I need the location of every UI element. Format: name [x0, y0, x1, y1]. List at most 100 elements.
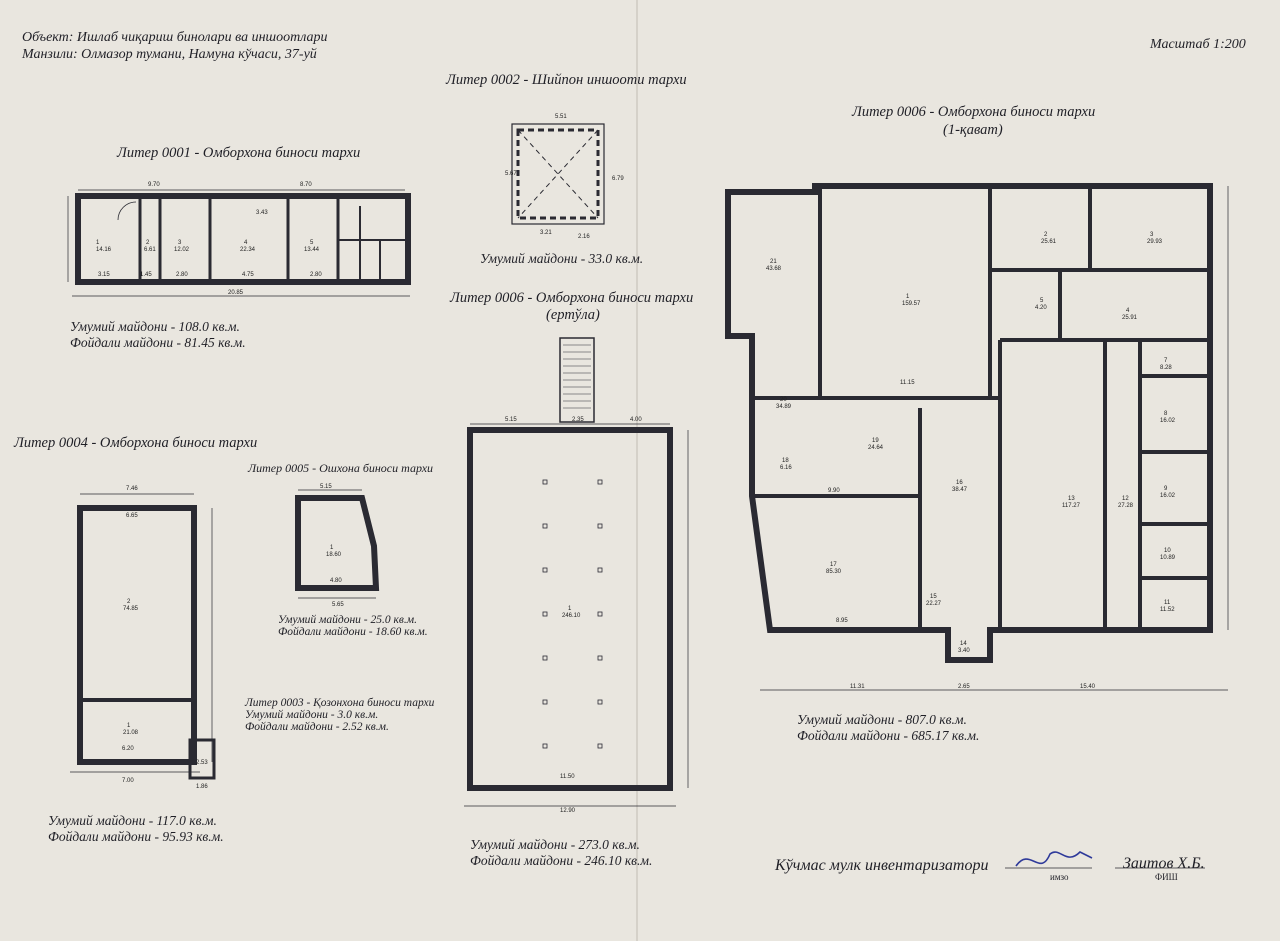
svg-text:3.15: 3.15 [98, 272, 110, 278]
svg-text:18.60: 18.60 [326, 552, 342, 558]
svg-text:2.16: 2.16 [578, 234, 590, 240]
inventory-officer-label: Кўчмас мулк инвентаризатори [775, 857, 989, 874]
svg-text:5.51: 5.51 [555, 114, 567, 120]
svg-text:8.70: 8.70 [300, 182, 312, 188]
svg-text:1: 1 [906, 294, 910, 300]
lit0006b-total: Умумий майдони - 273.0 кв.м. [470, 837, 640, 852]
svg-text:13.44: 13.44 [304, 247, 320, 253]
svg-text:4.75: 4.75 [242, 272, 254, 278]
lit0005-title: Литер 0005 - Ошхона биноси тархи [248, 461, 434, 475]
svg-text:8: 8 [1164, 411, 1168, 417]
svg-text:27.28: 27.28 [1118, 503, 1134, 509]
svg-text:11.50: 11.50 [560, 774, 575, 780]
svg-text:17: 17 [830, 562, 837, 568]
svg-text:5: 5 [1040, 298, 1044, 304]
svg-text:29.93: 29.93 [1147, 239, 1163, 245]
lit0006b-useful: Фойдали майдони - 246.10 кв.м. [470, 853, 653, 868]
svg-text:159.57: 159.57 [902, 301, 921, 307]
svg-text:2.80: 2.80 [310, 272, 322, 278]
svg-text:11.31: 11.31 [850, 684, 865, 690]
svg-text:74.85: 74.85 [123, 606, 139, 612]
svg-text:4.20: 4.20 [1035, 305, 1047, 311]
svg-text:25.61: 25.61 [1041, 239, 1057, 245]
name-caption: ФИШ [1155, 872, 1178, 882]
svg-text:3: 3 [1150, 232, 1154, 238]
svg-text:8.28: 8.28 [1160, 365, 1172, 371]
lit0001-title: Литер 0001 - Омборхона биноси тархи [117, 145, 361, 161]
svg-text:4: 4 [1126, 308, 1130, 314]
lit0006b-subtitle: (ертўла) [546, 307, 600, 323]
svg-text:3.21: 3.21 [540, 230, 552, 236]
lit0003-title: Литер 0003 - Қозонхона биноси тархи [245, 697, 435, 709]
svg-text:5.65: 5.65 [332, 602, 344, 608]
svg-text:6.20: 6.20 [122, 746, 134, 752]
svg-text:117.27: 117.27 [1062, 503, 1081, 509]
svg-text:15.40: 15.40 [1080, 684, 1096, 690]
svg-text:2.80: 2.80 [176, 272, 188, 278]
svg-text:6.61: 6.61 [144, 247, 156, 253]
lit0005-plan [295, 489, 380, 599]
svg-text:19: 19 [872, 438, 879, 444]
svg-text:16.02: 16.02 [1160, 418, 1176, 424]
svg-text:2: 2 [1044, 232, 1048, 238]
lit0003-total: Умумий майдони - 3.0 кв.м. [245, 709, 379, 721]
svg-text:7: 7 [1164, 358, 1168, 364]
svg-text:2: 2 [127, 599, 131, 605]
lit0001-total: Умумий майдони - 108.0 кв.м. [70, 319, 240, 334]
lit0001-plan [67, 189, 411, 297]
scale-label: Масштаб 1:200 [1150, 37, 1246, 52]
svg-text:15: 15 [930, 594, 937, 600]
svg-text:1.45: 1.45 [140, 272, 152, 278]
lit0001-useful: Фойдали майдони - 81.45 кв.м. [70, 335, 246, 350]
lit0002-plan [511, 123, 605, 225]
svg-text:4.80: 4.80 [330, 578, 342, 584]
svg-text:2.65: 2.65 [958, 684, 970, 690]
svg-text:1.86: 1.86 [196, 784, 208, 790]
svg-text:5.67: 5.67 [505, 171, 517, 177]
object-line: Объект: Ишлаб чиқариш бинолари ва иншоот… [22, 30, 328, 45]
lit0006b-title: Литер 0006 - Омборхона биноси тархи [450, 290, 694, 306]
signature-mark [1015, 851, 1093, 867]
page-fold [636, 0, 638, 941]
address-line: Манзили: Олмазор тумани, Намуна кўчаси, … [22, 47, 317, 62]
svg-text:4: 4 [244, 240, 248, 246]
svg-text:2: 2 [146, 240, 150, 246]
svg-text:13: 13 [1068, 496, 1075, 502]
svg-text:21: 21 [770, 259, 777, 265]
lit0006a-useful: Фойдали майдони - 685.17 кв.м. [797, 728, 980, 743]
lit0006b-plan [464, 337, 689, 807]
svg-text:7.00: 7.00 [122, 778, 134, 784]
svg-text:6.16: 6.16 [780, 465, 792, 471]
lit0005-total: Умумий майдони - 25.0 кв.м. [278, 614, 417, 626]
lit0005-useful: Фойдали майдони - 18.60 кв.м. [278, 626, 428, 638]
svg-text:24.64: 24.64 [868, 445, 884, 451]
svg-text:12: 12 [1122, 496, 1129, 502]
svg-text:34.89: 34.89 [776, 404, 792, 410]
svg-text:85.30: 85.30 [826, 569, 842, 575]
svg-text:5: 5 [310, 240, 314, 246]
svg-text:12.90: 12.90 [560, 808, 576, 814]
svg-text:38.47: 38.47 [952, 487, 968, 493]
svg-text:16: 16 [956, 480, 963, 486]
svg-text:9.70: 9.70 [148, 182, 160, 188]
svg-text:25.91: 25.91 [1122, 315, 1138, 321]
lit0004-useful: Фойдали майдони - 95.93 кв.м. [48, 829, 224, 844]
svg-text:1: 1 [330, 545, 334, 551]
svg-text:16.02: 16.02 [1160, 493, 1176, 499]
svg-text:9: 9 [1164, 486, 1168, 492]
svg-text:5.15: 5.15 [505, 417, 517, 423]
lit0006a-subtitle: (1-қават) [943, 122, 1003, 138]
sign-caption: имзо [1050, 872, 1069, 882]
svg-text:9.90: 9.90 [828, 488, 840, 494]
lit0004-title: Литер 0004 - Омборхона биноси тархи [14, 435, 258, 451]
lit0004-total: Умумий майдони - 117.0 кв.м. [48, 813, 217, 828]
svg-text:10: 10 [1164, 548, 1171, 554]
lit0002-total: Умумий майдони - 33.0 кв.м. [480, 251, 644, 266]
svg-text:5.15: 5.15 [320, 484, 332, 490]
lit0004-plan [70, 493, 216, 780]
svg-text:3.40: 3.40 [958, 648, 970, 654]
svg-text:246.10: 246.10 [562, 613, 581, 619]
svg-text:14.16: 14.16 [96, 247, 112, 253]
